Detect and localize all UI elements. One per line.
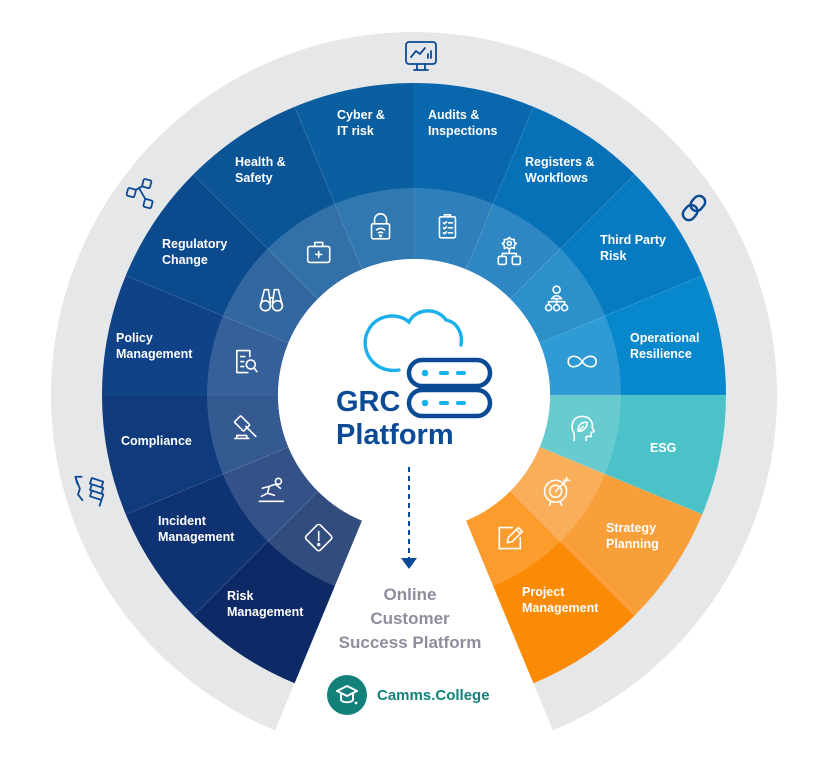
- segment-label-line: Management: [227, 605, 304, 619]
- gavel-icon: [233, 415, 257, 440]
- college-name: Camms.College: [377, 686, 490, 704]
- segment-label-line: Cyber &: [337, 108, 385, 122]
- server-stack-icon: [406, 357, 493, 419]
- segment-label: ESG: [650, 441, 676, 455]
- infinity-icon: [567, 355, 598, 368]
- segment-divider: [539, 446, 703, 515]
- first-aid-kit-icon: [306, 241, 331, 264]
- binoculars-icon: [259, 288, 284, 312]
- segment-label-line: IT risk: [337, 124, 374, 138]
- segment-label: Compliance: [121, 434, 192, 448]
- person-falling-icon: [258, 477, 285, 503]
- segment-label-line: Compliance: [121, 434, 192, 448]
- icon-layer: [233, 213, 598, 552]
- workflow-nodes-icon: [125, 178, 154, 210]
- segment-label-line: Resilience: [630, 347, 692, 361]
- segment-label-line: Risk: [600, 249, 626, 263]
- segment-label-line: Management: [522, 601, 599, 615]
- segment-label-line: Planning: [606, 537, 659, 551]
- segment-divider: [125, 446, 289, 515]
- segment-label-line: Operational: [630, 331, 699, 345]
- segment-label: Audits & Inspections: [428, 108, 498, 138]
- document-search-icon: [235, 349, 258, 374]
- segment-label-line: Strategy: [606, 521, 656, 535]
- ocsp-line1: Online: [383, 585, 437, 604]
- segment-label-line: Registers &: [525, 155, 594, 169]
- head-leaf-icon: [571, 415, 596, 442]
- down-arrow-icon: [401, 467, 417, 569]
- segment-label-line: Incident: [158, 514, 207, 528]
- segment-label-line: Policy: [116, 331, 153, 345]
- edit-note-icon: [498, 526, 524, 550]
- segment-label-line: Safety: [235, 171, 273, 185]
- segment-label: Registers & Workflows: [525, 155, 594, 185]
- segment-incident-management[interactable]: [125, 447, 318, 616]
- segment-health-safety[interactable]: [193, 106, 362, 299]
- segment-divider: [125, 275, 289, 344]
- segment-label: Health & Safety: [235, 155, 286, 185]
- segment-label-line: Risk: [227, 589, 253, 603]
- segment-label-line: Management: [158, 530, 235, 544]
- segment-label: Cyber & IT risk: [337, 108, 385, 138]
- segment-divider: [294, 106, 363, 270]
- segment-divider: [539, 275, 703, 344]
- cloud-icon: [363, 309, 464, 372]
- segment-label-line: Audits &: [428, 108, 479, 122]
- center-title-line1: GRC: [336, 386, 401, 418]
- segment-divider: [509, 490, 635, 616]
- monitor-chart-icon: [405, 41, 437, 71]
- segment-label-line: Change: [162, 253, 208, 267]
- segment-divider: [465, 106, 534, 270]
- clipboard-checklist-icon: [438, 213, 457, 239]
- wifi-lock-icon: [370, 213, 391, 240]
- growth-ladder-icon: [74, 475, 105, 507]
- segment-third-party-risk[interactable]: [510, 174, 703, 343]
- segment-label-line: Inspections: [428, 124, 498, 138]
- segment-label-line: Project: [522, 585, 565, 599]
- graduation-cap-icon: [336, 685, 358, 705]
- link-chain-icon: [681, 194, 707, 222]
- segment-compliance[interactable]: [102, 395, 289, 515]
- inner-icon-band: [207, 188, 622, 587]
- center-title-line2: Platform: [336, 419, 454, 451]
- server-lights: [421, 369, 466, 407]
- segment-registers-workflows[interactable]: [466, 106, 635, 299]
- camms-college-link[interactable]: Camms.College: [327, 675, 490, 715]
- segment-cyber-it-risk[interactable]: [294, 83, 414, 270]
- segment-label-line: Management: [116, 347, 193, 361]
- college-badge: [327, 675, 367, 715]
- gear-workflow-icon: [497, 236, 522, 266]
- segment-risk-management[interactable]: [193, 491, 362, 684]
- segment-divider: [509, 174, 635, 300]
- online-customer-success-platform: Online Customer Success Platform: [300, 583, 520, 655]
- segment-divider: [193, 490, 319, 616]
- segment-policy-management[interactable]: [102, 275, 289, 395]
- target-arrow-icon: [543, 476, 571, 507]
- warning-diamond-icon: [304, 523, 333, 552]
- segment-label-line: ESG: [650, 441, 676, 455]
- divider-layer: [102, 83, 726, 616]
- segment-divider: [193, 174, 319, 300]
- segment-label-line: Health &: [235, 155, 286, 169]
- segment-label-line: Workflows: [525, 171, 588, 185]
- ocsp-line3: Success Platform: [338, 633, 482, 652]
- segment-label-line: Regulatory: [162, 237, 227, 251]
- segment-label-line: Third Party: [600, 233, 666, 247]
- org-chart-icon: [544, 285, 569, 312]
- ocsp-line2: Customer: [370, 609, 450, 628]
